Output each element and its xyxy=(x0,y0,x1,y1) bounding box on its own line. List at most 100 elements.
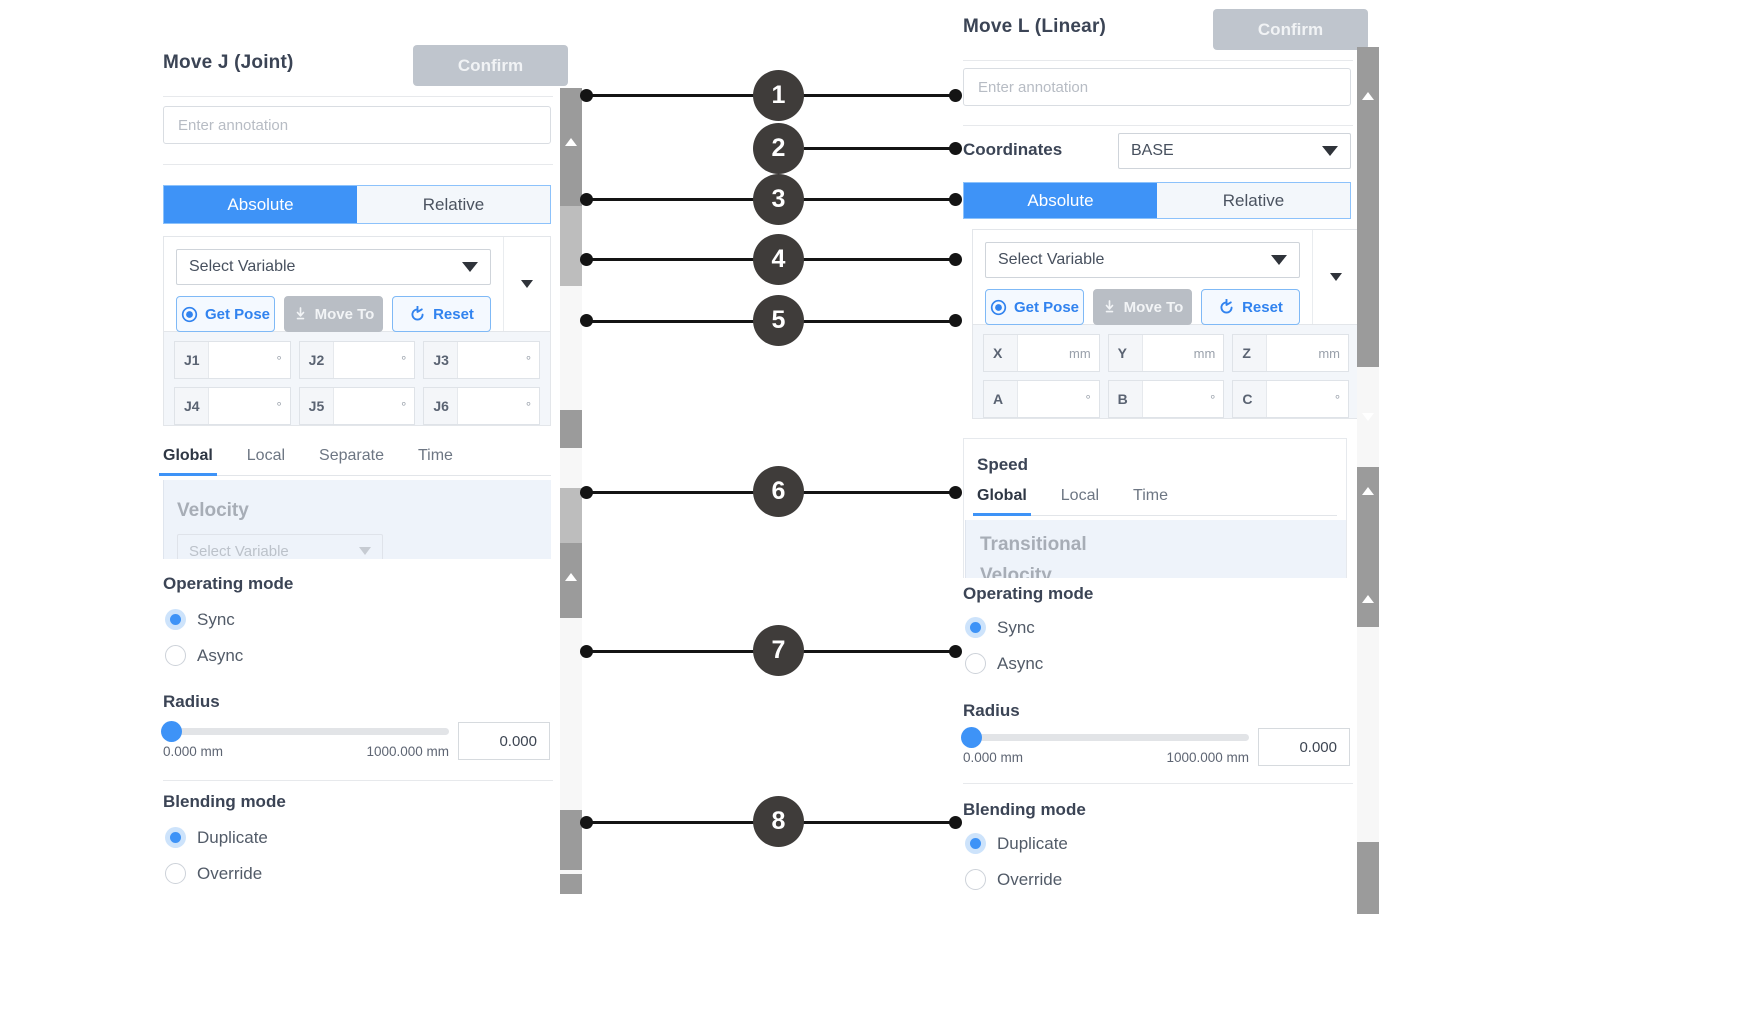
move-j-reset-button[interactable]: Reset xyxy=(392,296,491,332)
move-j-scrollbar-thumb-2[interactable] xyxy=(560,206,582,286)
move-j-variable-select[interactable]: Select Variable xyxy=(176,249,491,285)
joint-unit-j2: ° xyxy=(401,352,407,368)
callout-number-2: 2 xyxy=(753,123,804,174)
pose-row-1: X mm Y mm Z mm xyxy=(983,334,1350,372)
move-j-scrollbar-thumb-4[interactable] xyxy=(560,488,582,543)
pose-field-z[interactable]: Z mm xyxy=(1232,334,1350,372)
joint-field-j1[interactable]: J1 ° xyxy=(174,341,291,379)
pose-key-y: Y xyxy=(1108,335,1143,371)
move-l-scrollbar-thumb-1[interactable] xyxy=(1357,47,1379,367)
scroll-up-arrow-icon[interactable] xyxy=(565,573,577,581)
move-j-velocity-box: Velocity Select Variable xyxy=(163,480,551,559)
tab-global[interactable]: Global xyxy=(973,487,1031,516)
move-l-get-pose-button[interactable]: Get Pose xyxy=(985,289,1084,325)
move-l-scrollbar-thumb-2[interactable] xyxy=(1357,467,1379,627)
joint-field-j5[interactable]: J5 ° xyxy=(298,387,416,425)
move-j-radius-value-input[interactable]: 0.000 xyxy=(458,722,550,760)
move-j-radius-slider[interactable]: 0.000 mm 1000.000 mm xyxy=(161,721,449,759)
move-l-variable-select[interactable]: Select Variable xyxy=(985,242,1300,278)
move-l-async-option[interactable]: Async xyxy=(965,653,1043,674)
move-l-speed-tabs[interactable]: Global Local Time xyxy=(973,487,1337,516)
scroll-up-arrow-icon[interactable] xyxy=(1362,487,1374,495)
move-j-speed-tabs[interactable]: Global Local Separate Time xyxy=(159,447,551,476)
callout-dot-right-8 xyxy=(949,816,962,829)
move-l-move-to-button[interactable]: Move To xyxy=(1093,289,1192,325)
move-j-variable-expand[interactable] xyxy=(503,237,550,331)
slider-limits: 0.000 mm 1000.000 mm xyxy=(163,744,449,759)
move-l-duplicate-option[interactable]: Duplicate xyxy=(965,833,1068,854)
move-j-radius-heading: Radius xyxy=(163,692,220,711)
joint-field-j2[interactable]: J2 ° xyxy=(298,341,416,379)
move-l-async-label: Async xyxy=(997,653,1044,673)
tab-local[interactable]: Local xyxy=(1060,487,1100,504)
move-j-scrollbar-thumb-7[interactable] xyxy=(560,874,582,894)
move-l-coordinates-select[interactable]: BASE xyxy=(1118,133,1351,169)
velocity-variable-select[interactable]: Select Variable xyxy=(177,534,383,559)
pose-field-a[interactable]: A ° xyxy=(983,380,1100,418)
scroll-up-arrow-icon[interactable] xyxy=(1362,595,1374,603)
move-l-scrollbar-thumb-3[interactable] xyxy=(1357,842,1379,914)
move-j-scrollbar-thumb-1[interactable] xyxy=(560,88,582,206)
move-j-move-to-button[interactable]: Move To xyxy=(284,296,383,332)
move-j-reset-label: Reset xyxy=(433,305,474,323)
move-j-mode-relative[interactable]: Relative xyxy=(357,186,550,223)
move-l-annotation-input[interactable]: Enter annotation xyxy=(963,68,1351,106)
move-j-sync-option[interactable]: Sync xyxy=(165,609,235,630)
move-l-radius-value-input[interactable]: 0.000 xyxy=(1258,728,1350,766)
tab-separate[interactable]: Separate xyxy=(319,447,384,464)
move-j-mode-segmented[interactable]: Absolute Relative xyxy=(163,185,551,224)
move-l-get-pose-label: Get Pose xyxy=(1013,298,1080,316)
tab-local[interactable]: Local xyxy=(246,447,286,464)
move-l-override-label: Override xyxy=(997,869,1063,889)
move-l-mode-relative[interactable]: Relative xyxy=(1157,183,1350,218)
slider-handle[interactable] xyxy=(161,721,182,742)
move-j-async-option[interactable]: Async xyxy=(165,645,243,666)
joint-key-j5: J5 xyxy=(299,388,334,424)
move-j-mode-absolute[interactable]: Absolute xyxy=(164,186,357,223)
tab-time[interactable]: Time xyxy=(417,447,453,464)
scroll-up-arrow-icon[interactable] xyxy=(565,138,577,146)
pose-field-y[interactable]: Y mm xyxy=(1107,334,1225,372)
joint-field-j6[interactable]: J6 ° xyxy=(423,387,541,425)
joint-field-j4[interactable]: J4 ° xyxy=(174,387,291,425)
move-l-variable-expand[interactable] xyxy=(1312,230,1359,324)
pose-field-b[interactable]: B ° xyxy=(1107,380,1225,418)
divider-top xyxy=(963,60,1353,61)
slider-handle[interactable] xyxy=(961,727,982,748)
slider-track[interactable] xyxy=(961,727,1249,748)
move-j-action-row: Get Pose Move To Res xyxy=(176,296,491,332)
move-l-radius-slider[interactable]: 0.000 mm 1000.000 mm xyxy=(961,702,1249,765)
pose-field-c[interactable]: C ° xyxy=(1232,380,1350,418)
move-l-override-option[interactable]: Override xyxy=(965,869,1062,890)
move-l-blending-mode-heading: Blending mode xyxy=(963,800,1086,819)
move-j-confirm-button[interactable]: Confirm xyxy=(413,45,568,86)
move-l-reset-button[interactable]: Reset xyxy=(1201,289,1300,325)
move-l-mode-segmented[interactable]: Absolute Relative xyxy=(963,182,1351,219)
move-l-confirm-button[interactable]: Confirm xyxy=(1213,9,1368,50)
move-j-get-pose-button[interactable]: Get Pose xyxy=(176,296,275,332)
slider-track[interactable] xyxy=(161,721,449,742)
joint-field-j3[interactable]: J3 ° xyxy=(423,341,541,379)
move-j-override-option[interactable]: Override xyxy=(165,863,262,884)
joint-unit-j4: ° xyxy=(276,398,282,414)
chevron-down-icon xyxy=(359,547,371,555)
move-j-duplicate-option[interactable]: Duplicate xyxy=(165,827,268,848)
scroll-up-arrow-icon[interactable] xyxy=(1362,92,1374,100)
move-l-operating-mode-heading: Operating mode xyxy=(963,584,1094,603)
tab-time[interactable]: Time xyxy=(1133,487,1168,504)
move-l-mode-absolute[interactable]: Absolute xyxy=(964,183,1157,218)
move-j-async-label: Async xyxy=(197,645,244,665)
pose-field-x[interactable]: X mm xyxy=(983,334,1100,372)
move-j-annotation-input[interactable]: Enter annotation xyxy=(163,106,551,144)
move-j-scrollbar-thumb-6[interactable] xyxy=(560,810,582,870)
divider-before-blending xyxy=(963,783,1353,784)
callout-number-1: 1 xyxy=(753,70,804,121)
move-j-scrollbar-thumb-3[interactable] xyxy=(560,410,582,448)
move-j-scrollbar[interactable] xyxy=(560,88,582,894)
radio-unselected-icon xyxy=(965,653,986,674)
tab-global[interactable]: Global xyxy=(159,447,217,476)
scroll-down-arrow-icon[interactable] xyxy=(1362,413,1374,421)
move-l-sync-option[interactable]: Sync xyxy=(965,617,1035,638)
move-l-scrollbar[interactable] xyxy=(1357,47,1379,914)
